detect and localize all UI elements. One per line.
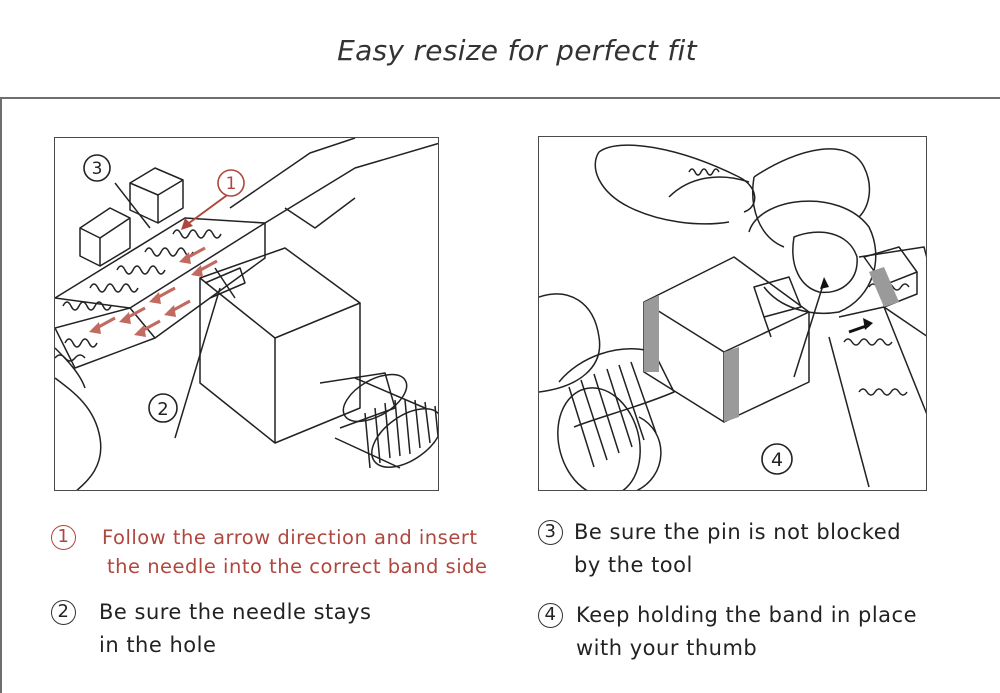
- step-3-line-1: Be sure the pin is not blocked: [574, 520, 902, 544]
- step-3-number: 3: [538, 520, 563, 545]
- marker-4: 4: [771, 449, 783, 471]
- page-title: Easy resize for perfect fit: [337, 34, 697, 67]
- step-2-number: 2: [51, 600, 76, 625]
- step-4-line-1: Keep holding the band in place: [576, 603, 918, 627]
- content-frame: [0, 97, 1000, 693]
- step-1-line-1: Follow the arrow direction and insert: [102, 526, 478, 549]
- step-4-number: 4: [538, 603, 563, 628]
- band-tool-drawing: 1 3 2: [55, 138, 438, 490]
- step-1-line-2: the needle into the correct band side: [107, 555, 488, 578]
- step-4-line-2: with your thumb: [576, 636, 758, 660]
- marker-2: 2: [157, 399, 168, 420]
- step-2-line-2: in the hole: [99, 633, 217, 657]
- marker-3: 3: [92, 159, 103, 179]
- thumb-hold-drawing: 4: [539, 144, 926, 490]
- step-3-line-2: by the tool: [574, 553, 693, 577]
- illustration-insert-needle: 1 3 2: [54, 137, 439, 491]
- illustration-hold-band: 4: [538, 136, 927, 491]
- marker-1: 1: [226, 174, 237, 194]
- step-2-line-1: Be sure the needle stays: [99, 600, 372, 624]
- step-1-number: 1: [51, 525, 76, 550]
